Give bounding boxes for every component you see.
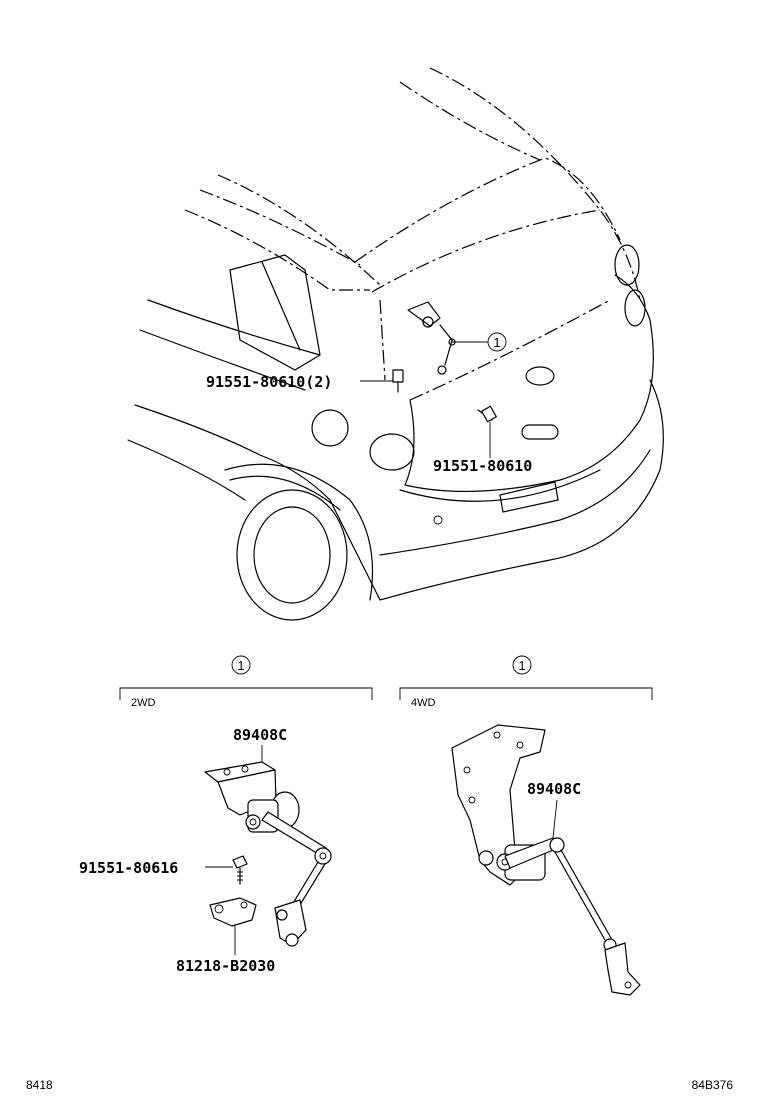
section-4wd-header: 1 4WD xyxy=(399,655,653,709)
section-2wd-header: 1 2WD xyxy=(119,655,373,709)
sensor-4wd-part-number: 89408C xyxy=(527,780,581,798)
vehicle-rear-illustration xyxy=(127,67,664,621)
bolt-icon xyxy=(477,405,497,423)
footer-code-right: 84B376 xyxy=(692,1078,734,1092)
bolt-single-part-number: 91551-80610 xyxy=(433,457,532,475)
sensor-4wd-assembly xyxy=(451,724,641,996)
sensor-2wd-part-number: 89408C xyxy=(233,726,287,744)
section-2wd-ref: 1 xyxy=(237,658,244,673)
bracket-2wd xyxy=(209,897,257,927)
bolt-icon xyxy=(392,369,404,393)
height-sensor-on-vehicle xyxy=(407,301,456,375)
section-4wd-ref: 1 xyxy=(518,658,525,673)
section-4wd-title: 4WD xyxy=(411,697,436,709)
sensor-2wd-assembly xyxy=(204,761,332,947)
bolt-2wd-part-number: 91551-80616 xyxy=(79,859,178,877)
reference-number: 1 xyxy=(493,335,500,350)
bolt-icon xyxy=(232,855,248,885)
section-2wd-title: 2WD xyxy=(131,697,156,709)
reference-circle xyxy=(487,332,507,352)
bolt-pair-part-number: 91551-80610(2) xyxy=(206,373,332,391)
footer-code-left: 8418 xyxy=(26,1078,53,1092)
bracket-2wd-part-number: 81218-B2030 xyxy=(176,957,275,975)
